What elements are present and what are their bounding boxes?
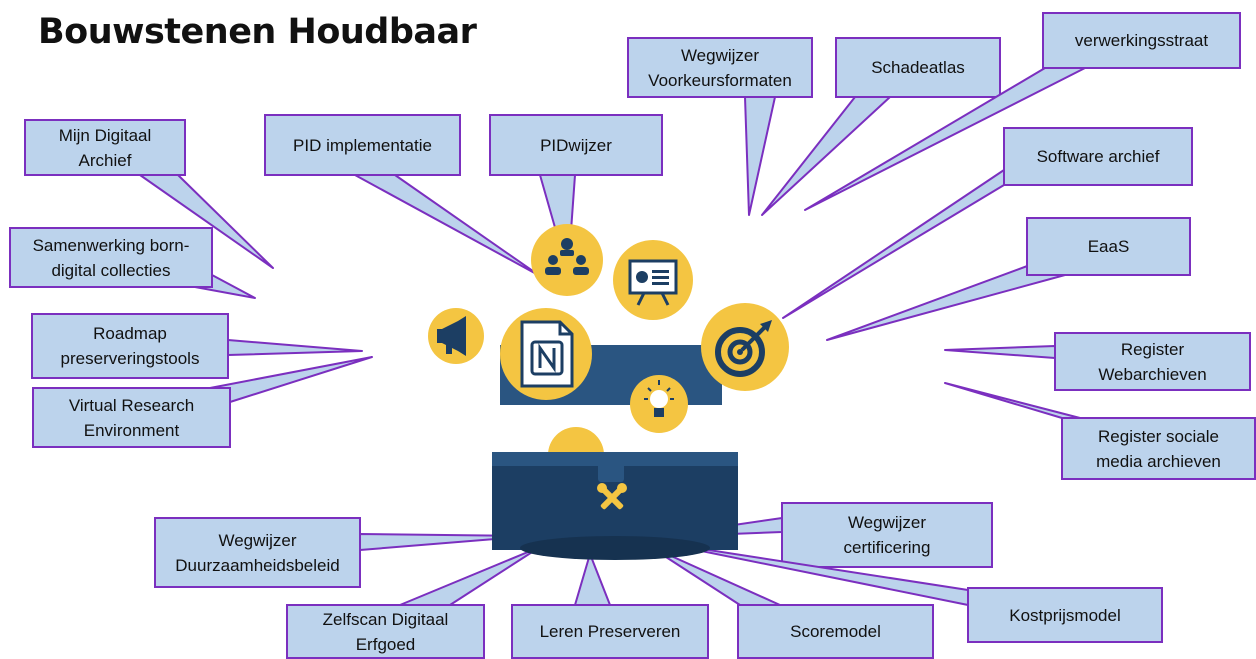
callout-label-wegwijzer-certificering: Wegwijzer certificering	[782, 503, 992, 567]
callout-label-samenwerking-born-digital: Samenwerking born- digital collecties	[10, 228, 212, 287]
callout-text: Wegwijzer Voorkeursformaten	[648, 45, 792, 90]
callout-text: verwerkingsstraat	[1074, 31, 1209, 50]
callout-label-pidwijzer: PIDwijzer	[490, 115, 662, 175]
callout-text: EaaS	[1087, 237, 1130, 256]
callout-text: Kostprijsmodel	[1009, 605, 1121, 625]
callout-label-pid-implementatie: PID implementatie	[265, 115, 460, 175]
callout-box-scoremodel	[737, 604, 934, 659]
callout-text: Mijn Digitaal Archief	[58, 125, 152, 170]
callout-box-verwerkingsstraat	[1042, 12, 1241, 69]
callout-label-verwerkingsstraat: verwerkingsstraat	[1043, 13, 1240, 68]
callout-box-eaas	[1026, 217, 1191, 276]
callout-pointer-wegwijzer-voorkeursformaten	[744, 96, 776, 216]
callout-box-wegwijzer-certificering	[781, 502, 993, 568]
coin-shape	[548, 427, 604, 455]
callout-box-mijn-digitaal-archief	[24, 119, 186, 176]
callout-box-virtual-research-environment	[32, 387, 231, 448]
target-icon	[701, 303, 789, 391]
callout-box-pidwijzer	[489, 114, 663, 176]
callout-pointer-eaas	[826, 264, 1066, 341]
callout-pointer-zelfscan-digitaal-erfgoed	[399, 546, 541, 606]
callout-text: PID implementatie	[293, 135, 432, 155]
callout-box-software-archief	[1003, 127, 1193, 186]
callout-text: Wegwijzer Duurzaamheidsbeleid	[175, 530, 340, 575]
callout-box-leren-preserveren	[511, 604, 709, 659]
callout-box-wegwijzer-voorkeursformaten	[627, 37, 813, 98]
callout-label-register-webarchieven: Register Webarchieven	[1055, 333, 1250, 390]
tools-icon	[597, 483, 627, 510]
callout-pointer-leren-preserveren	[574, 553, 611, 606]
chest-shadow	[520, 536, 710, 560]
callout-text: Samenwerking born- digital collecties	[32, 235, 190, 280]
callout-label-wegwijzer-duurzaamheidsbeleid: Wegwijzer Duurzaamheidsbeleid	[155, 518, 360, 587]
callout-text: Virtual Research Environment	[68, 395, 195, 440]
callout-label-wegwijzer-voorkeursformaten: Wegwijzer Voorkeursformaten	[628, 38, 812, 97]
callout-text: Register sociale media archieven	[1096, 426, 1221, 471]
callout-label-scoremodel: Scoremodel	[738, 605, 933, 658]
callout-pointer-virtual-research-environment	[209, 356, 373, 403]
callout-box-wegwijzer-duurzaamheidsbeleid	[154, 517, 361, 588]
callout-text: Software archief	[1036, 147, 1160, 166]
callout-pointer-pid-implementatie	[354, 174, 541, 277]
chest-latch	[598, 452, 624, 482]
callout-label-kostprijsmodel: Kostprijsmodel	[968, 588, 1162, 642]
callout-box-roadmap-preserveringstools	[31, 313, 229, 379]
callout-box-samenwerking-born-digital	[9, 227, 213, 288]
callout-pointer-register-webarchieven	[944, 345, 1056, 359]
callout-pointer-roadmap-preserveringstools	[227, 339, 363, 356]
callout-box-register-webarchieven	[1054, 332, 1251, 391]
callout-label-software-archief: Software archief	[1004, 128, 1192, 185]
callout-text: Roadmap preserveringstools	[60, 324, 200, 368]
nfc-document-icon	[500, 308, 592, 400]
lightbulb-icon	[630, 375, 688, 433]
callout-box-pid-implementatie	[264, 114, 461, 176]
callout-box-register-sociale-media	[1061, 417, 1256, 480]
callout-shapes	[9, 12, 1256, 659]
callout-box-zelfscan-digitaal-erfgoed	[286, 604, 485, 659]
callout-text: Schadeatlas	[871, 58, 965, 77]
callout-box-schadeatlas	[835, 37, 1001, 98]
callout-label-mijn-digitaal-archief: Mijn Digitaal Archief	[25, 120, 185, 175]
callout-text: Leren Preserveren	[539, 622, 681, 641]
callout-text: Zelfscan Digitaal Erfgoed	[322, 609, 449, 654]
callout-box-kostprijsmodel	[967, 587, 1163, 643]
people-icon	[531, 224, 603, 296]
page-title: Bouwstenen Houdbaar	[38, 12, 477, 52]
callout-label-schadeatlas: Schadeatlas	[836, 38, 1000, 97]
presentation-board-icon	[613, 240, 693, 320]
callout-text: Wegwijzer certificering	[843, 513, 931, 557]
callout-label-virtual-research-environment: Virtual Research Environment	[33, 388, 230, 447]
callout-text: Scoremodel	[790, 622, 881, 641]
callout-label-roadmap-preserveringstools: Roadmap preserveringstools	[32, 314, 228, 378]
callout-label-eaas: EaaS	[1027, 218, 1190, 275]
callout-text: PIDwijzer	[540, 135, 612, 155]
callout-label-zelfscan-digitaal-erfgoed: Zelfscan Digitaal Erfgoed	[287, 605, 484, 658]
callout-label-register-sociale-media: Register sociale media archieven	[1062, 418, 1255, 479]
megaphone-icon	[428, 308, 484, 364]
callout-text: Register Webarchieven	[1098, 339, 1207, 384]
callout-label-leren-preserveren: Leren Preserveren	[512, 605, 708, 658]
